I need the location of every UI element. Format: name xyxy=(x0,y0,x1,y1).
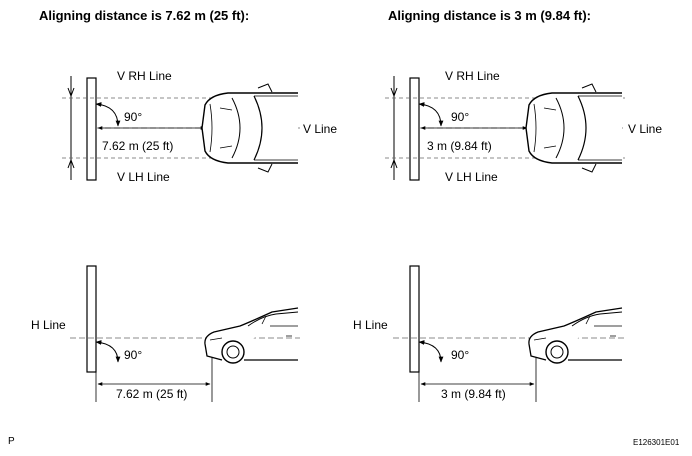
right-side-view xyxy=(393,265,625,402)
right-angle-top-label: 90° xyxy=(451,110,470,124)
left-side-screen xyxy=(86,265,97,373)
figure-code: E126301E01 xyxy=(633,438,680,447)
left-side-view xyxy=(70,265,300,402)
right-top-view xyxy=(385,76,625,181)
right-distance-bottom-label: 3 m (9.84 ft) xyxy=(441,387,506,401)
left-distance-bottom-label: 7.62 m (25 ft) xyxy=(116,387,188,401)
right-side-screen xyxy=(409,265,420,373)
left-heading: Aligning distance is 7.62 m (25 ft): xyxy=(39,8,250,23)
right-side-car xyxy=(528,307,623,364)
right-v-line-label: V Line xyxy=(628,122,663,136)
left-v-line-label: V Line xyxy=(303,122,338,136)
left-v-rh-line-label: V RH Line xyxy=(117,69,172,83)
right-v-rh-line-label: V RH Line xyxy=(445,69,500,83)
right-top-screen xyxy=(409,77,420,181)
left-side-car xyxy=(204,307,299,364)
right-angle-bottom-label: 90° xyxy=(451,348,470,362)
right-heading: Aligning distance is 3 m (9.84 ft): xyxy=(388,8,591,23)
left-v-lh-line-label: V LH Line xyxy=(117,170,170,184)
page-marker: P xyxy=(8,436,15,447)
left-angle-top-label: 90° xyxy=(124,110,143,124)
left-top-view xyxy=(62,76,300,181)
left-h-line-label: H Line xyxy=(31,318,66,332)
right-h-line-label: H Line xyxy=(353,318,388,332)
left-top-car xyxy=(201,83,298,173)
left-top-screen xyxy=(86,77,97,181)
right-top-car xyxy=(525,83,622,173)
right-v-lh-line-label: V LH Line xyxy=(445,170,498,184)
left-distance-top-label: 7.62 m (25 ft) xyxy=(102,139,174,153)
right-distance-top-label: 3 m (9.84 ft) xyxy=(427,139,492,153)
left-angle-bottom-label: 90° xyxy=(124,348,143,362)
